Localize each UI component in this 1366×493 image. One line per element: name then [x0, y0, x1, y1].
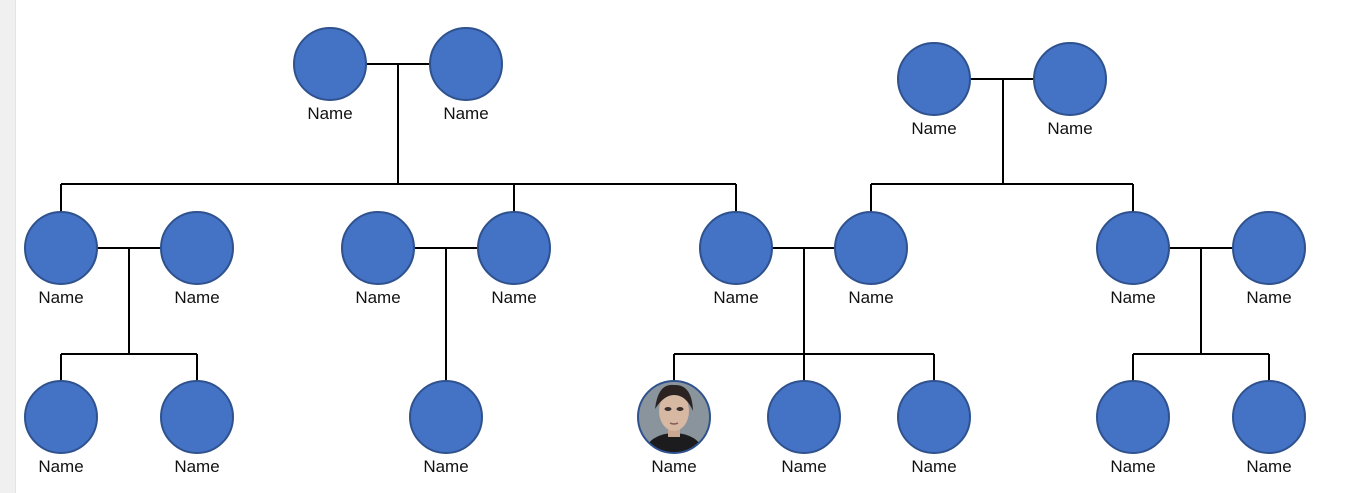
connector-lines	[60, 63, 1270, 381]
person-name-label: Name	[1110, 457, 1155, 476]
person-node-c4b[interactable]: Name	[1232, 380, 1306, 476]
person-node-c3a[interactable]: Name	[637, 380, 711, 476]
person-name-label: Name	[1246, 288, 1291, 307]
person-circle[interactable]	[1232, 380, 1306, 454]
left-gutter	[0, 0, 16, 493]
person-circle[interactable]	[24, 380, 98, 454]
person-node-p3a[interactable]: Name	[699, 211, 773, 307]
person-circle[interactable]	[409, 380, 483, 454]
person-name-label: Name	[423, 457, 468, 476]
person-node-c3c[interactable]: Name	[897, 380, 971, 476]
person-node-p2a[interactable]: Name	[341, 211, 415, 307]
person-node-c1a[interactable]: Name	[24, 380, 98, 476]
person-node-p3b[interactable]: Name	[834, 211, 908, 307]
person-circle[interactable]	[24, 211, 98, 285]
person-circle[interactable]	[477, 211, 551, 285]
person-node-c3b[interactable]: Name	[767, 380, 841, 476]
person-name-label: Name	[1047, 119, 1092, 138]
person-node-c1b[interactable]: Name	[160, 380, 234, 476]
person-node-p2b[interactable]: Name	[477, 211, 551, 307]
person-circle[interactable]	[897, 42, 971, 116]
person-name-label: Name	[911, 119, 956, 138]
person-circle[interactable]	[1096, 211, 1170, 285]
person-circle[interactable]	[699, 211, 773, 285]
portrait-photo[interactable]	[637, 380, 711, 469]
person-name-label: Name	[1246, 457, 1291, 476]
person-name-label: Name	[713, 288, 758, 307]
person-circle[interactable]	[160, 380, 234, 454]
person-node-c2a[interactable]: Name	[409, 380, 483, 476]
person-node-gp2b[interactable]: Name	[1033, 42, 1107, 138]
person-name-label: Name	[174, 457, 219, 476]
person-name-label: Name	[443, 104, 488, 123]
person-circle[interactable]	[897, 380, 971, 454]
person-node-p1a[interactable]: Name	[24, 211, 98, 307]
person-node-p4b[interactable]: Name	[1232, 211, 1306, 307]
person-circle[interactable]	[293, 27, 367, 101]
person-name-label: Name	[491, 288, 536, 307]
person-node-c4a[interactable]: Name	[1096, 380, 1170, 476]
person-name-label: Name	[174, 288, 219, 307]
person-name-label: Name	[307, 104, 352, 123]
person-name-label: Name	[651, 457, 696, 476]
person-node-gp2a[interactable]: Name	[897, 42, 971, 138]
person-name-label: Name	[355, 288, 400, 307]
person-circle[interactable]	[1033, 42, 1107, 116]
person-name-label: Name	[1110, 288, 1155, 307]
person-name-label: Name	[38, 288, 83, 307]
person-circle[interactable]	[429, 27, 503, 101]
person-circle[interactable]	[160, 211, 234, 285]
person-name-label: Name	[38, 457, 83, 476]
person-circle[interactable]	[341, 211, 415, 285]
person-node-gp1b[interactable]: Name	[429, 27, 503, 123]
person-circle[interactable]	[1096, 380, 1170, 454]
person-circle[interactable]	[834, 211, 908, 285]
person-node-p1b[interactable]: Name	[160, 211, 234, 307]
person-circle[interactable]	[1232, 211, 1306, 285]
person-node-p4a[interactable]: Name	[1096, 211, 1170, 307]
person-name-label: Name	[848, 288, 893, 307]
person-name-label: Name	[781, 457, 826, 476]
person-name-label: Name	[911, 457, 956, 476]
person-circle[interactable]	[767, 380, 841, 454]
person-node-gp1a[interactable]: Name	[293, 27, 367, 123]
